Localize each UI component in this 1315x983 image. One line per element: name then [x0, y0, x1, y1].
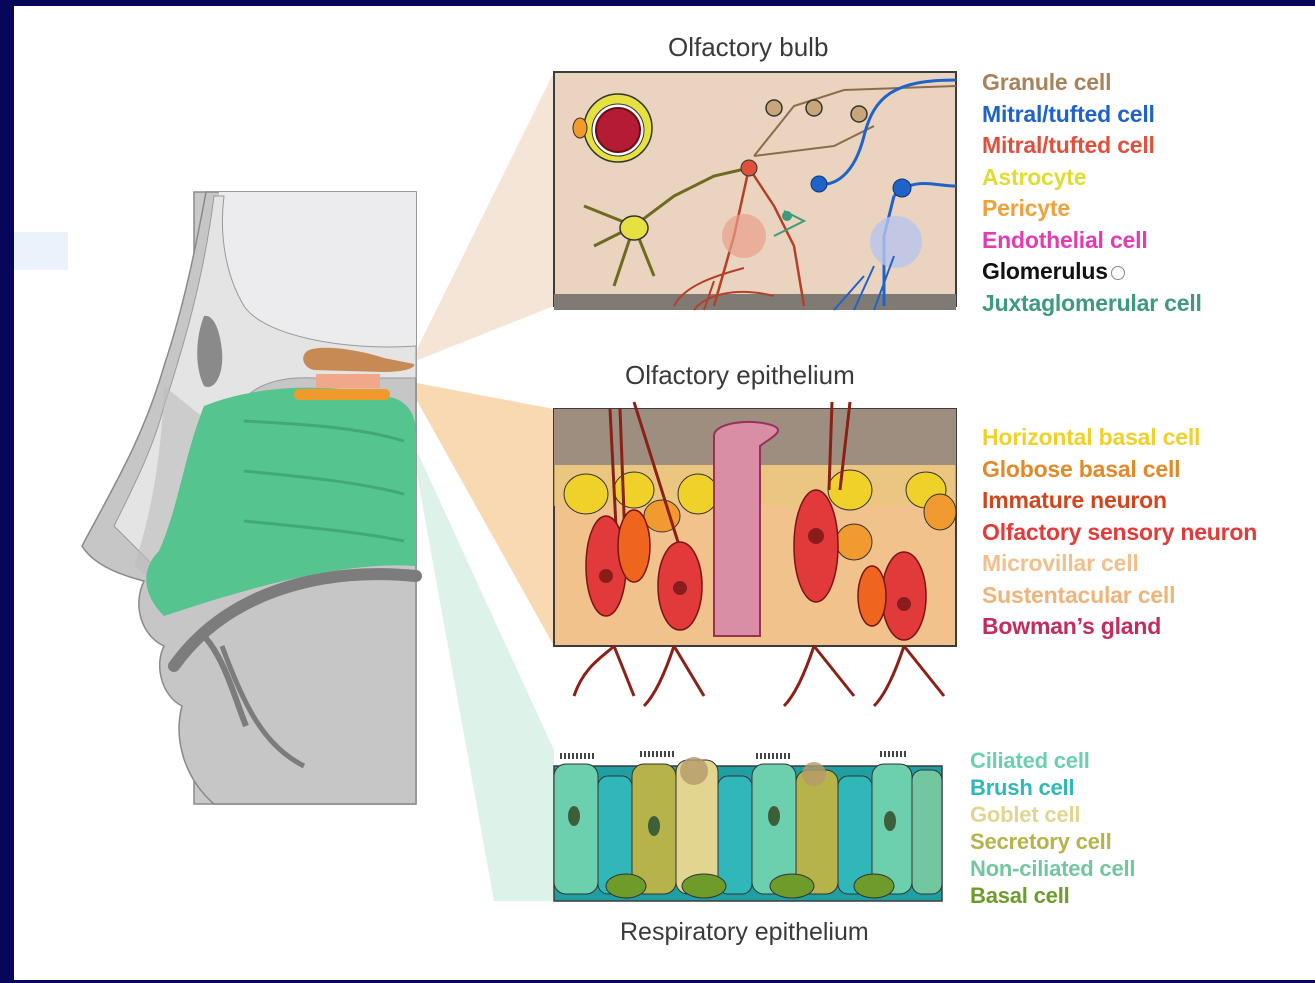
glomerulus-circle-icon	[1111, 266, 1125, 280]
bulb-panel-title: Olfactory bulb	[668, 32, 828, 63]
legend-item-bulb: Mitral/tufted cell	[982, 99, 1202, 131]
bulb-panel	[554, 72, 956, 310]
legend-item-respiratory: Secretory cell	[970, 828, 1135, 855]
respiratory-panel	[554, 754, 942, 901]
legend-item-respiratory: Basal cell	[970, 882, 1135, 909]
faint-highlight	[14, 232, 68, 270]
legend-item-epithelium: Globose basal cell	[982, 454, 1257, 486]
legend-item-respiratory: Goblet cell	[970, 801, 1135, 828]
legend-item-epithelium: Bowman’s gland	[982, 611, 1257, 643]
legend-item-epithelium: Microvillar cell	[982, 548, 1257, 580]
bulb-zoom-connector	[410, 72, 554, 363]
epithelium-panel	[554, 402, 956, 706]
legend-item-epithelium: Sustentacular cell	[982, 580, 1257, 612]
legend-item-respiratory: Ciliated cell	[970, 747, 1135, 774]
respiratory-panel-title: Respiratory epithelium	[620, 918, 869, 947]
legend-item-bulb: Endothelial cell	[982, 225, 1202, 257]
legend-item-bulb: Astrocyte	[982, 162, 1202, 194]
epithelium-panel-title: Olfactory epithelium	[625, 360, 855, 391]
legend-item-respiratory: Non-ciliated cell	[970, 855, 1135, 882]
legend-item-respiratory: Brush cell	[970, 774, 1135, 801]
legend-item-epithelium: Immature neuron	[982, 485, 1257, 517]
legend-item-epithelium: Olfactory sensory neuron	[982, 517, 1257, 549]
legend-item-bulb: Glomerulus	[982, 256, 1202, 288]
legend-item-bulb: Pericyte	[982, 193, 1202, 225]
head-cross-section	[82, 192, 416, 804]
diagram-canvas: Olfactory bulb Olfactory epithelium Resp…	[14, 6, 1315, 980]
legend-item-bulb: Granule cell	[982, 67, 1202, 99]
legend-item-bulb: Juxtaglomerular cell	[982, 288, 1202, 320]
legend-item-epithelium: Horizontal basal cell	[982, 422, 1257, 454]
legend-item-bulb: Mitral/tufted cell	[982, 130, 1202, 162]
